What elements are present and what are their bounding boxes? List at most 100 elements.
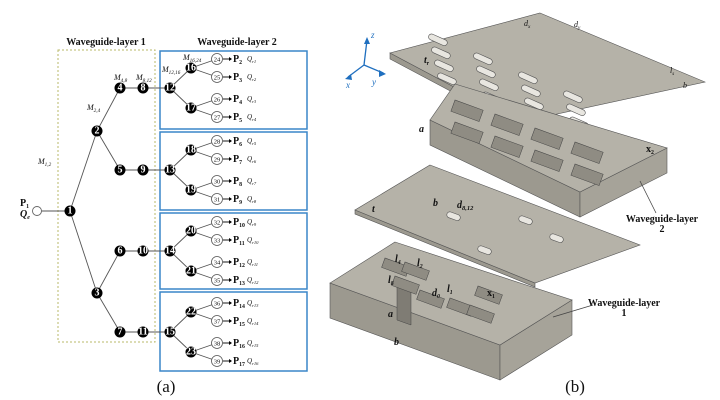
coupling-slot: [476, 65, 496, 78]
arrow-head-icon: [229, 341, 232, 345]
output-resonator-number: 32: [214, 220, 221, 227]
dim-l1: l1: [447, 284, 453, 296]
output-resonator-node: [211, 355, 223, 367]
output-q-label: Qr1: [247, 55, 256, 64]
cavity: [466, 304, 495, 324]
cavity-cluster: [490, 135, 524, 158]
caption-b: (b): [565, 377, 585, 396]
layer2-group-box: [159, 131, 308, 211]
output-q-label: Qr9: [247, 218, 257, 227]
resonator-number: 17: [186, 103, 196, 114]
callout-layer2: Waveguide-layer: [626, 214, 699, 225]
coupling-slot: [521, 84, 541, 97]
resonator-number: 20: [186, 226, 196, 237]
output-q-label: Qr8: [247, 195, 257, 204]
arrow-head-icon: [229, 197, 232, 201]
resonator-node: [114, 164, 126, 176]
z-axis: [363, 39, 368, 66]
resonator-node: [64, 205, 76, 217]
callout-layer2-num: 2: [660, 224, 665, 235]
coupling-slot: [428, 33, 448, 46]
resonator-number: 13: [165, 165, 175, 176]
output-resonator-number: 26: [214, 97, 221, 104]
dim-dx: dx: [524, 19, 531, 30]
resonator-node: [91, 287, 103, 299]
output-resonator-number: 25: [214, 75, 221, 82]
output-q-label: Qr10: [247, 236, 259, 245]
coupling-slot: [524, 97, 544, 110]
resonator-node: [164, 82, 176, 94]
output-resonator-number: 39: [214, 359, 221, 366]
output-q-label: Qr11: [247, 258, 258, 267]
output-resonator-node: [211, 135, 223, 147]
arrow-head-icon: [229, 75, 232, 79]
cavity-cluster: [450, 121, 484, 144]
output-resonator-number: 31: [214, 197, 221, 204]
arrow-head-icon: [229, 115, 232, 119]
output-resonator-node: [211, 297, 223, 309]
coupling-slot: [437, 72, 457, 85]
coupling-label: M16,24: [182, 53, 202, 64]
cavity-cluster: [530, 127, 564, 150]
edge: [69, 210, 98, 294]
layer1-boundary: [57, 49, 156, 343]
output-resonator-number: 34: [214, 260, 221, 267]
cavity: [401, 261, 430, 281]
output-resonator-number: 33: [214, 238, 221, 245]
coupling-slot: [479, 78, 499, 91]
dim-t: t: [372, 204, 376, 215]
resonator-node: [114, 82, 126, 94]
resonator-node: [164, 245, 176, 257]
resonator-number: 23: [186, 347, 196, 358]
coupling-slot: [566, 103, 586, 116]
resonator-node: [137, 82, 149, 94]
arrow-head-icon: [229, 278, 232, 282]
coupling-slot: [473, 52, 493, 65]
cavity-cluster: [490, 113, 524, 136]
output-q-label: Qr14: [247, 317, 259, 326]
cavity: [391, 275, 420, 295]
resonator-node: [185, 102, 197, 114]
layer2-group-box: [159, 50, 308, 130]
output-port-label: P10: [233, 217, 245, 229]
resonator-number: 11: [138, 327, 147, 338]
resonator-node: [91, 125, 103, 137]
resonator-node: [114, 326, 126, 338]
callout-layer1: Waveguide-layer: [588, 298, 661, 309]
edge: [96, 250, 121, 294]
resonator-node: [185, 225, 197, 237]
edge: [96, 130, 121, 171]
coupling-label: M4,8: [113, 73, 128, 84]
resonator-node: [164, 164, 176, 176]
layer2-group-box: [159, 291, 308, 372]
arrow-head-icon: [229, 157, 232, 161]
output-port-label: P11: [233, 235, 245, 247]
coupling-label: M12,16: [161, 65, 181, 76]
output-resonator-number: 24: [214, 57, 221, 64]
dim-ls: ls: [670, 66, 674, 77]
output-port-label: P8: [233, 176, 242, 188]
output-resonator-node: [211, 175, 223, 187]
callout-line-1: [552, 304, 594, 318]
resonator-number: 10: [138, 246, 148, 257]
edge: [96, 87, 121, 132]
output-resonator-node: [211, 234, 223, 246]
dim-b-iris: b: [433, 198, 438, 209]
dim-x2: x2: [646, 144, 654, 156]
output-resonator-node: [211, 53, 223, 65]
resonator-number: 2: [95, 126, 100, 137]
cavity-cluster: [570, 141, 604, 164]
dim-a-layer1: a: [388, 309, 393, 320]
coupling-label: M2,4: [86, 103, 101, 114]
output-port-label: P6: [233, 136, 242, 148]
output-resonator-number: 30: [214, 179, 221, 186]
callout-layer1-num: 1: [622, 308, 627, 319]
dim-d812: d8,12: [457, 200, 474, 212]
dim-tr: tr: [424, 55, 430, 67]
output-resonator-node: [211, 193, 223, 205]
resonator-number: 22: [186, 307, 196, 318]
output-resonator-node: [211, 337, 223, 349]
output-resonator-node: [211, 315, 223, 327]
resonator-node: [185, 62, 197, 74]
output-port-label: P16: [233, 338, 245, 350]
